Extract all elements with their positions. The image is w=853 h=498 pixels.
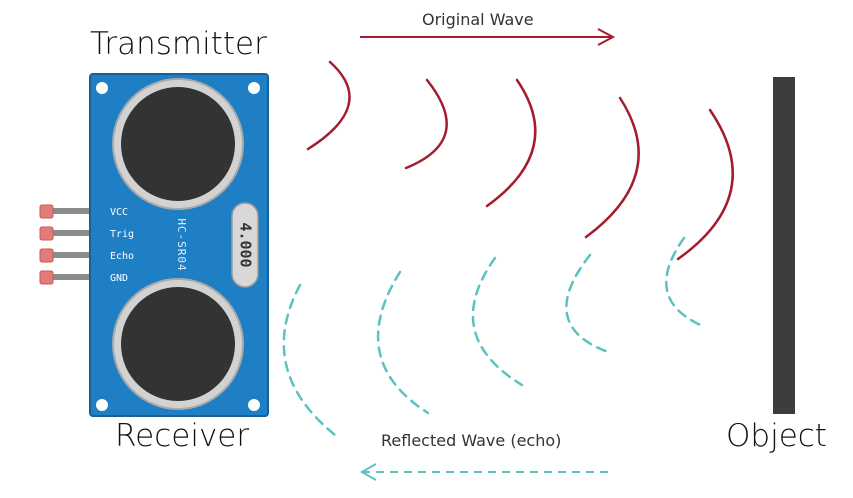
reflected-wave-arc <box>665 236 707 329</box>
sensor-board: 4.000 HC-SR04 VCC Trig Echo GND <box>89 73 269 417</box>
transmitter-label: Transmitter <box>90 26 267 62</box>
receiver-transducer <box>112 278 244 410</box>
reflected-wave-arc <box>282 283 337 437</box>
receiver-label: Receiver <box>115 418 250 454</box>
transmitter-transducer <box>112 78 244 210</box>
original-wave-arc <box>404 78 448 170</box>
original-wave-arrow <box>360 28 616 46</box>
reflected-wave-label: Reflected Wave (echo) <box>381 431 562 450</box>
pin-label-echo: Echo <box>110 251 134 262</box>
mount-hole <box>96 399 108 411</box>
reflected-wave-arrow <box>359 463 612 481</box>
reflected-wave-arcs <box>282 236 707 437</box>
original-wave-arcs <box>306 60 734 261</box>
object-wall <box>773 77 795 414</box>
model-label: HC-SR04 <box>175 218 188 271</box>
mount-hole <box>96 82 108 94</box>
reflected-wave-arc <box>565 253 610 354</box>
crystal-oscillator: 4.000 <box>231 202 259 288</box>
pin-label-vcc: VCC <box>110 207 128 218</box>
original-wave-arc <box>306 60 351 151</box>
object-label: Object <box>726 418 827 454</box>
original-wave-arc <box>584 96 640 239</box>
pin-label-gnd: GND <box>110 273 128 284</box>
original-wave-label: Original Wave <box>422 10 534 29</box>
pin-label-trig: Trig <box>110 229 134 240</box>
original-wave-arc <box>485 78 537 208</box>
reflected-wave-arc <box>376 270 430 415</box>
original-wave-arc <box>676 108 734 261</box>
crystal-label: 4.000 <box>237 222 255 267</box>
reflected-wave-arc <box>471 256 524 387</box>
mount-hole <box>248 399 260 411</box>
mount-hole <box>248 82 260 94</box>
